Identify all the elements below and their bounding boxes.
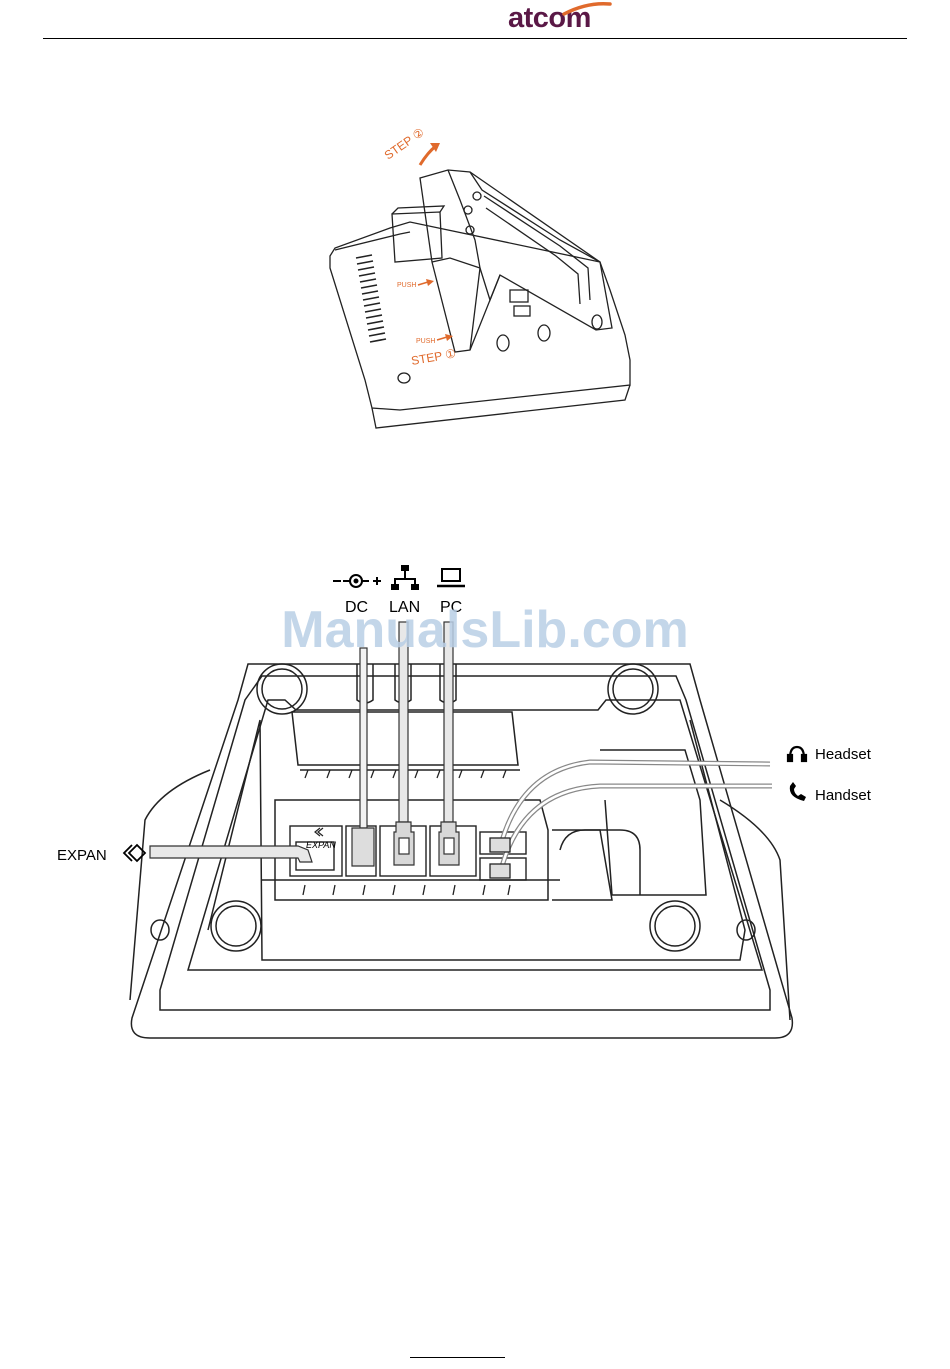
headset-icon [788, 747, 806, 761]
headset-label: Headset [815, 746, 872, 763]
rear-ports-figure: DC LAN PC [0, 0, 950, 1060]
dc-power-icon [333, 575, 381, 587]
network-icon [392, 566, 418, 589]
watermark: ManualsLib.com [265, 600, 705, 660]
handset-icon [790, 782, 806, 801]
handset-label: Handset [815, 787, 872, 804]
expan-label: EXPAN [57, 847, 107, 864]
laptop-icon [437, 569, 465, 586]
expan-port-label: EXPAN [306, 840, 336, 850]
footer-divider [410, 1357, 505, 1358]
expan-port-icon [315, 828, 323, 836]
